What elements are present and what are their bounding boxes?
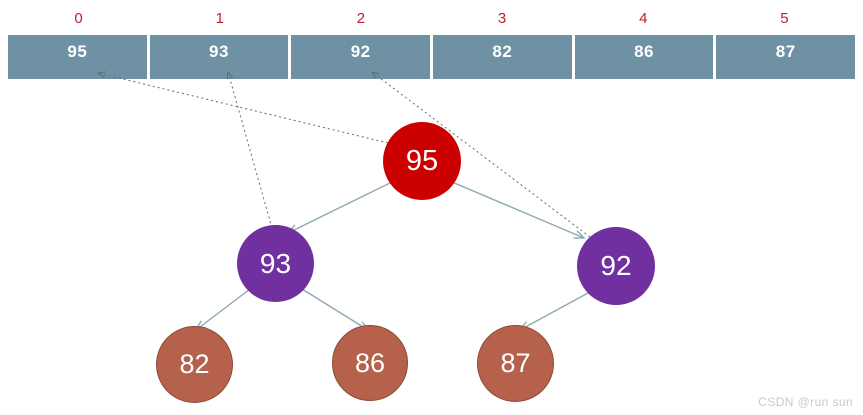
tree-node-86[interactable]: 86 [332,325,408,401]
pointer-93-to-cell-1 [228,72,273,229]
edge-root-to-92 [451,181,584,238]
tree-node-82[interactable]: 82 [156,326,233,403]
array-index-row: 0 1 2 3 4 5 [8,6,855,32]
array-cell-1[interactable]: 93 [149,35,289,79]
edge-93-to-86 [301,288,368,330]
edge-root-to-93 [288,181,393,233]
tree-node-root-95[interactable]: 95 [383,122,461,200]
edge-92-to-87 [520,292,589,330]
array-index-3: 3 [497,10,507,27]
tree-node-82-label: 82 [179,349,210,379]
tree-node-root-95-label: 95 [405,144,439,177]
array-cell-0[interactable]: 95 [8,35,147,79]
array-index-4: 4 [639,10,648,27]
tree-node-92-label: 92 [600,250,632,281]
array-cell-2[interactable]: 92 [291,35,431,79]
tree-node-86-label: 86 [354,347,386,378]
array-cell-4[interactable]: 86 [574,35,714,79]
pointer-root-to-cell-0 [98,73,389,144]
array-cell-5[interactable]: 87 [716,35,856,79]
array-index-1: 1 [215,10,224,27]
array-index-0: 0 [74,10,83,27]
array-index-5: 5 [780,10,789,27]
array-cell-3[interactable]: 82 [433,35,572,79]
edge-93-to-82 [196,288,251,330]
tree-node-93[interactable]: 93 [237,225,314,302]
tree-node-87[interactable]: 87 [477,325,554,402]
array-index-2: 2 [356,10,366,27]
watermark: CSDN @run sun [758,395,853,409]
array-bar: 95 93 92 82 86 87 [8,35,856,79]
tree-node-87-label: 87 [500,348,531,378]
tree-node-93-label: 93 [259,247,292,279]
tree-node-92[interactable]: 92 [577,227,655,305]
